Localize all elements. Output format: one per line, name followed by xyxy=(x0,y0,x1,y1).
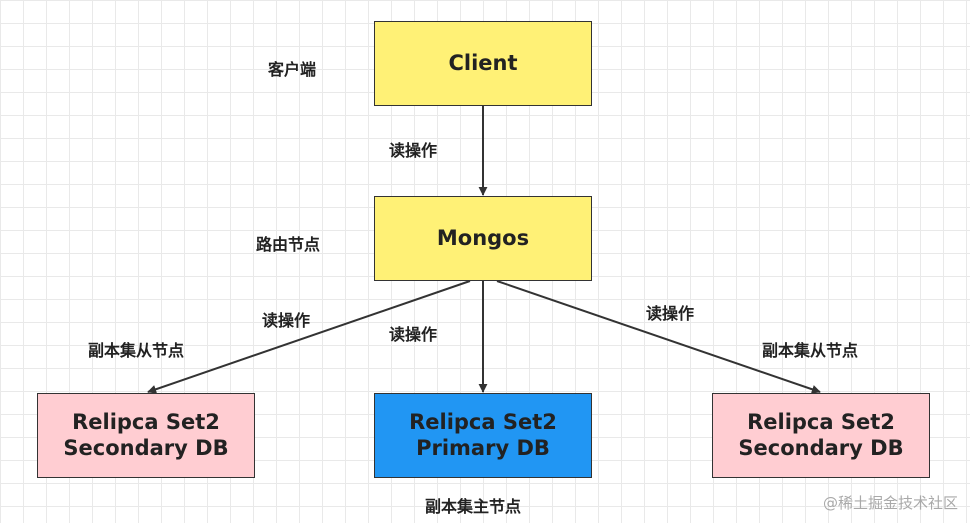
edge-mongos-to-secondary-left xyxy=(147,280,471,394)
node-client-label: Client xyxy=(448,50,518,75)
node-secondary-right-line2: Secondary DB xyxy=(738,435,904,460)
label-read-client-to-mongos: 读操作 xyxy=(389,141,438,160)
node-secondary-left: Relipca Set2 Secondary DB xyxy=(37,393,255,478)
node-secondary-right-line1: Relipca Set2 xyxy=(747,409,895,434)
node-client: Client xyxy=(374,21,592,106)
node-primary: Relipca Set2 Primary DB xyxy=(374,393,592,478)
label-secondary-right-role: 副本集从节点 xyxy=(762,341,859,360)
node-mongos: Mongos xyxy=(374,196,592,281)
edge-mongos-to-secondary-right xyxy=(496,280,821,394)
node-secondary-right: Relipca Set2 Secondary DB xyxy=(712,393,930,478)
node-secondary-left-line1: Relipca Set2 xyxy=(72,409,220,434)
label-read-to-right: 读操作 xyxy=(646,304,695,323)
label-read-to-primary: 读操作 xyxy=(389,325,438,344)
watermark: @稀土掘金技术社区 xyxy=(822,494,958,512)
label-secondary-left-role: 副本集从节点 xyxy=(88,341,185,360)
label-client-role: 客户端 xyxy=(268,60,317,79)
node-mongos-label: Mongos xyxy=(436,225,530,250)
label-mongos-role: 路由节点 xyxy=(256,235,321,254)
node-secondary-left-line2: Secondary DB xyxy=(63,435,229,460)
node-primary-line1: Relipca Set2 xyxy=(409,409,557,434)
node-primary-line2: Primary DB xyxy=(416,435,550,460)
label-primary-role: 副本集主节点 xyxy=(425,497,522,516)
label-read-to-left: 读操作 xyxy=(262,311,311,330)
